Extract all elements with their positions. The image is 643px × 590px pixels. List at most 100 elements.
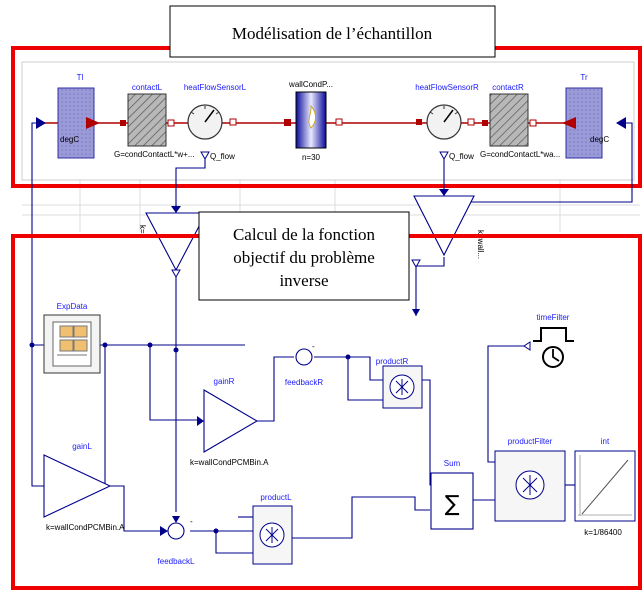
productr-name: productR (376, 357, 409, 366)
timefilter-name: timeFilter (537, 313, 570, 322)
sum-block (430, 472, 474, 530)
tl-unit: degC (60, 135, 79, 144)
sum-symbol: ∑ (445, 492, 460, 517)
contactl-name: contactL (132, 83, 163, 92)
gainl-shape (43, 454, 112, 518)
component-heatflowsensorl[interactable]: heatFlowSensorL Q_flow (184, 83, 247, 161)
sum-name: Sum (444, 459, 461, 468)
tr-input-arrow (616, 117, 626, 129)
component-tr[interactable]: Tr degC (562, 73, 626, 159)
heatflowsensorr-port-right (467, 118, 475, 126)
component-productfilter[interactable]: productFilter (494, 437, 566, 522)
gain-top-left-input (171, 206, 181, 213)
tl-input-arrow (36, 117, 46, 129)
heatflowsensorr-name: heatFlowSensorR (415, 83, 479, 92)
grid-lines (22, 180, 640, 232)
tr-name: Tr (580, 73, 588, 82)
mid-title-line-3: inverse (279, 271, 328, 290)
component-heatflowsensorr[interactable]: heatFlowSensorR Q_flow (415, 83, 479, 161)
heatflowsensorr-needle (443, 109, 454, 123)
component-gain-top-right[interactable]: k=wall... (411, 189, 485, 269)
feedbackr-sign: - (312, 342, 315, 351)
timefilter-output (523, 341, 531, 351)
productfilter-name: productFilter (508, 437, 553, 446)
component-int[interactable]: int k=1/86400 (574, 437, 636, 537)
mid-title-line-1: Calcul de la fonction (233, 225, 376, 244)
component-gainl[interactable]: gainL k=wallCondPCMBin.A (43, 442, 125, 532)
timefilter-pulse (533, 327, 574, 342)
heatflowsensorl-needle (204, 109, 215, 123)
gain-top-right-shape (413, 195, 475, 257)
heatflowsensorl-port-right (229, 118, 237, 126)
gainl-param: k=wallCondPCMBin.A (46, 523, 125, 532)
contactl-port-left (120, 120, 126, 126)
contactl-block (127, 93, 167, 147)
int-param: k=1/86400 (584, 528, 622, 537)
wallcond-name: wallCondP... (288, 80, 333, 89)
feedbackl-input-top (172, 516, 180, 523)
heatflowsensorr-output (439, 151, 449, 161)
feedbackl-circle (167, 522, 185, 540)
component-feedbackr[interactable]: - feedbackR (285, 309, 420, 387)
wallcond-port-right (335, 118, 343, 126)
contactr-block (489, 93, 529, 147)
gain-top-left-output (171, 269, 181, 279)
component-productl[interactable]: productL (252, 493, 293, 565)
feedbackl-sign: - (190, 517, 193, 526)
tl-heat-arrow (86, 117, 100, 129)
gainl-name: gainL (72, 442, 92, 451)
productl-name: productL (260, 493, 292, 502)
contactl-param: G=condContactL*w+... (114, 150, 195, 159)
wallcond-param: n=30 (302, 153, 321, 162)
top-title-box: Modélisation de l’échantillon (169, 5, 496, 58)
junction-dots (29, 342, 351, 534)
int-block (574, 450, 636, 522)
component-contactr[interactable]: contactR G=condContactL*wa... (480, 83, 560, 159)
gainr-name: gainR (214, 377, 235, 386)
contactr-port-right (529, 119, 537, 127)
feedbackl-input-left (160, 526, 168, 536)
component-expdata[interactable]: ExpData (43, 302, 101, 374)
component-gain-top-left[interactable]: k=1 (138, 206, 207, 279)
wallcond-port-left (284, 119, 291, 126)
feedbackr-name: feedbackR (285, 378, 323, 387)
contactl-port-right (167, 119, 175, 127)
component-feedbackl[interactable]: - feedbackL (158, 516, 195, 566)
component-productr[interactable]: productR (376, 357, 423, 409)
contactr-port-left (482, 120, 488, 126)
feedbackl-name: feedbackL (158, 557, 195, 566)
component-wallcond[interactable]: wallCondP... n=30 (284, 80, 343, 162)
contactr-name: contactR (492, 83, 524, 92)
tr-unit: degC (590, 135, 609, 144)
top-title-text: Modélisation de l’échantillon (232, 24, 433, 43)
gainr-shape (203, 389, 259, 453)
gain-top-right-output (411, 259, 421, 269)
expdata-name: ExpData (57, 302, 88, 311)
heatflowsensorl-output (200, 151, 210, 161)
heatflowsensorr-port: Q_flow (449, 152, 474, 161)
contactr-param: G=condContactL*wa... (480, 150, 560, 159)
gain-top-left-param: k=1 (138, 225, 147, 239)
component-gainr[interactable]: gainR k=wallCondPCMBin.A (190, 377, 269, 467)
component-tl[interactable]: Tl degC (36, 73, 100, 159)
component-contactl[interactable]: contactL G=condContactL*w+... (114, 83, 195, 159)
heatflowsensorr-port-left (416, 119, 422, 125)
tr-heat-arrow (562, 117, 576, 129)
heatflowsensorl-name: heatFlowSensorL (184, 83, 247, 92)
feedbackr-circle (295, 348, 313, 366)
int-name: int (601, 437, 610, 446)
wallcond-flame (308, 104, 316, 129)
tl-name: Tl (77, 73, 84, 82)
gainr-param: k=wallCondPCMBin.A (190, 458, 269, 467)
heatflowsensorl-port: Q_flow (210, 152, 235, 161)
gain-top-right-param: k=wall... (476, 230, 485, 259)
gain-top-right-input (439, 189, 449, 196)
component-sum[interactable]: ∑ Sum (430, 459, 474, 530)
feedbackr-input-top (412, 309, 420, 316)
gainr-input (197, 416, 204, 426)
gain-top-left-shape (145, 212, 207, 272)
mid-title-line-2: objectif du problème (233, 248, 375, 267)
component-timefilter[interactable]: timeFilter (523, 313, 574, 368)
mid-title-box: Calcul de la fonction objectif du problè… (198, 211, 410, 301)
